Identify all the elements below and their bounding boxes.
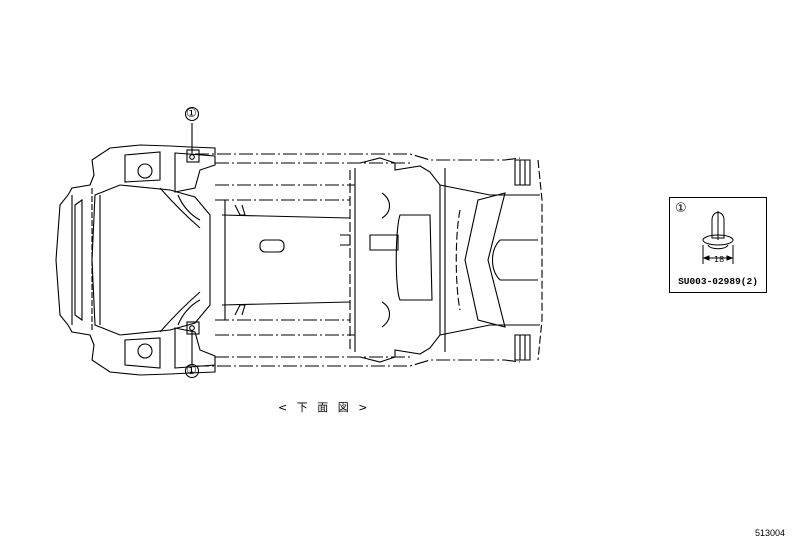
- callout-1-lower: ①: [186, 363, 197, 377]
- front-subframe: [91, 184, 211, 336]
- rear-bumper: [455, 159, 543, 361]
- part-reference-callout: ①: [675, 201, 687, 216]
- callout-1-upper: ①: [186, 106, 197, 120]
- part-reference-box: ① 18 SU003-02989(2): [669, 197, 767, 293]
- callout-leaders: [184, 106, 200, 379]
- rear-suspension: [359, 157, 540, 363]
- part-number: SU003-02989(2): [678, 276, 758, 287]
- part-dimension: 18: [714, 255, 725, 264]
- clip-fastener-icon: [702, 211, 734, 264]
- front-wheel-wells: [124, 151, 216, 369]
- side-rails: [195, 153, 521, 367]
- figure-id: 513004: [755, 528, 786, 538]
- floor-pan: [221, 168, 356, 352]
- front-bumper: [55, 144, 216, 376]
- view-caption: < 下 面 図 >: [278, 401, 371, 414]
